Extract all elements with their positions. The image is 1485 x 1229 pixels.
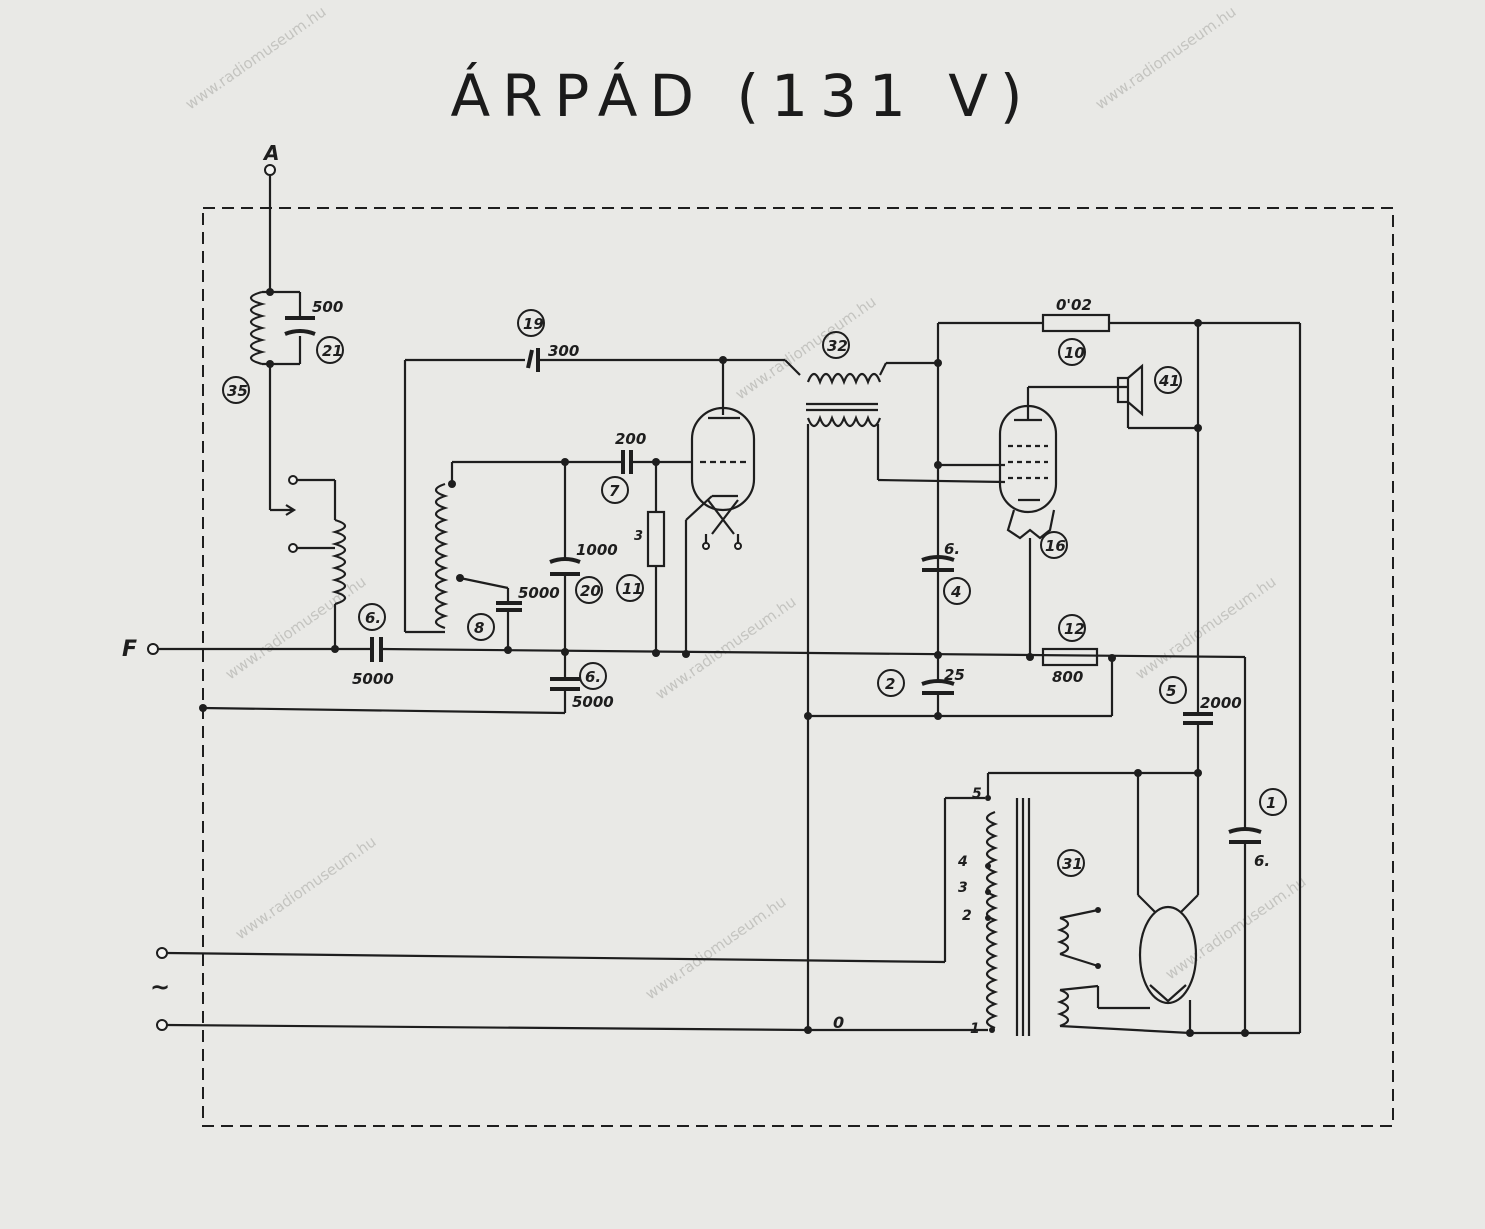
svg-text:~: ~: [150, 973, 170, 1001]
ground-label: F: [122, 637, 137, 662]
coil-35: [249, 290, 267, 366]
mains-input: ~ 0: [150, 796, 988, 1034]
resistor-12: [1041, 647, 1099, 667]
svg-text:5: 5: [1166, 682, 1176, 700]
capacitor-1: [1228, 827, 1262, 834]
svg-text:35: 35: [227, 382, 248, 400]
svg-text:500: 500: [312, 298, 343, 316]
rectifier-tube: [1138, 905, 1198, 1005]
svg-text:11: 11: [622, 580, 643, 598]
capacitor-19: [526, 349, 534, 369]
capacitor-20: [549, 557, 581, 564]
transformer-31-primary: [985, 810, 999, 1030]
svg-text:3: 3: [958, 880, 968, 896]
svg-text:2000: 2000: [1200, 694, 1242, 712]
svg-text:www.radiomuseum.hu: www.radiomuseum.hu: [1092, 2, 1240, 113]
svg-text:www.radiomuseum.hu: www.radiomuseum.hu: [232, 832, 380, 943]
svg-text:www.radiomuseum.hu: www.radiomuseum.hu: [1162, 872, 1310, 983]
svg-text:www.radiomuseum.hu: www.radiomuseum.hu: [182, 2, 330, 113]
svg-text:www.radiomuseum.hu: www.radiomuseum.hu: [652, 592, 800, 703]
svg-text:6.: 6.: [585, 668, 601, 686]
mains-terminal-1[interactable]: [156, 947, 168, 959]
svg-text:www.radiomuseum.hu: www.radiomuseum.hu: [642, 892, 790, 1003]
svg-text:12: 12: [1064, 620, 1085, 638]
capacitor-4: [921, 555, 955, 562]
svg-text:4: 4: [950, 583, 961, 601]
svg-text:200: 200: [615, 430, 646, 448]
svg-text:10: 10: [1064, 344, 1085, 362]
svg-text:4: 4: [957, 854, 968, 870]
mains-terminal-2[interactable]: [156, 1019, 168, 1031]
svg-text:41: 41: [1158, 372, 1180, 390]
svg-text:www.radiomuseum.hu: www.radiomuseum.hu: [1132, 572, 1280, 683]
svg-text:19: 19: [523, 315, 544, 333]
svg-text:5000: 5000: [518, 584, 560, 602]
svg-text:8: 8: [474, 619, 484, 637]
antenna-terminal[interactable]: [264, 164, 276, 176]
resistor-11: [646, 510, 666, 568]
speaker-41: [1116, 376, 1130, 404]
svg-text:5000: 5000: [352, 670, 394, 688]
antenna-label: A: [262, 141, 279, 165]
svg-text:6.: 6.: [365, 609, 381, 627]
svg-text:6.: 6.: [944, 540, 960, 558]
svg-text:0'02: 0'02: [1056, 296, 1092, 314]
capacitor-2: [921, 679, 955, 686]
chassis-outline: [202, 207, 1394, 1127]
power-supply: 5 4 3 2 1 31: [957, 769, 1300, 1037]
svg-text:32: 32: [827, 337, 848, 355]
svg-text:www.radiomuseum.hu: www.radiomuseum.hu: [732, 292, 880, 403]
svg-text:www.radiomuseum.hu: www.radiomuseum.hu: [222, 572, 370, 683]
transformer-31-hv: [1056, 988, 1070, 1028]
output-stage: 0'02 10 16 41 6. 4: [804, 296, 1302, 1037]
svg-text:3: 3: [634, 529, 643, 544]
svg-text:31: 31: [1062, 855, 1083, 873]
watermarks: www.radiomuseum.hu www.radiomuseum.hu ww…: [182, 2, 1310, 1003]
coil-aerial-tap: [331, 518, 347, 606]
antenna-section: A 500 21 35: [222, 141, 347, 650]
svg-text:25: 25: [944, 666, 965, 684]
svg-text:5000: 5000: [572, 693, 614, 711]
svg-text:20: 20: [580, 582, 601, 600]
transformer-31-heater: [1056, 916, 1070, 956]
output-tube: [998, 404, 1058, 514]
svg-text:800: 800: [1052, 668, 1083, 686]
svg-text:2: 2: [962, 908, 972, 924]
svg-text:5: 5: [972, 786, 982, 802]
interstage-transformer: 32: [784, 331, 1006, 1030]
svg-text:21: 21: [322, 342, 343, 360]
detector-stage: 300 19 5000 8 1000 20 6.: [403, 309, 785, 711]
ground-terminal[interactable]: [147, 643, 159, 655]
svg-text:16: 16: [1045, 537, 1066, 555]
resistor-10: [1041, 313, 1111, 333]
schematic-title: ÁRPÁD (131 V): [450, 62, 1035, 130]
transformer-32-primary: [806, 372, 882, 386]
svg-text:1: 1: [1266, 794, 1276, 812]
coil-grid: [434, 482, 449, 630]
svg-text:2: 2: [885, 675, 895, 693]
svg-text:300: 300: [548, 342, 579, 360]
svg-text:6.: 6.: [1254, 852, 1270, 870]
svg-text:7: 7: [609, 482, 620, 500]
detector-tube: [690, 406, 756, 512]
svg-text:0: 0: [833, 1013, 844, 1032]
svg-text:1000: 1000: [576, 541, 618, 559]
